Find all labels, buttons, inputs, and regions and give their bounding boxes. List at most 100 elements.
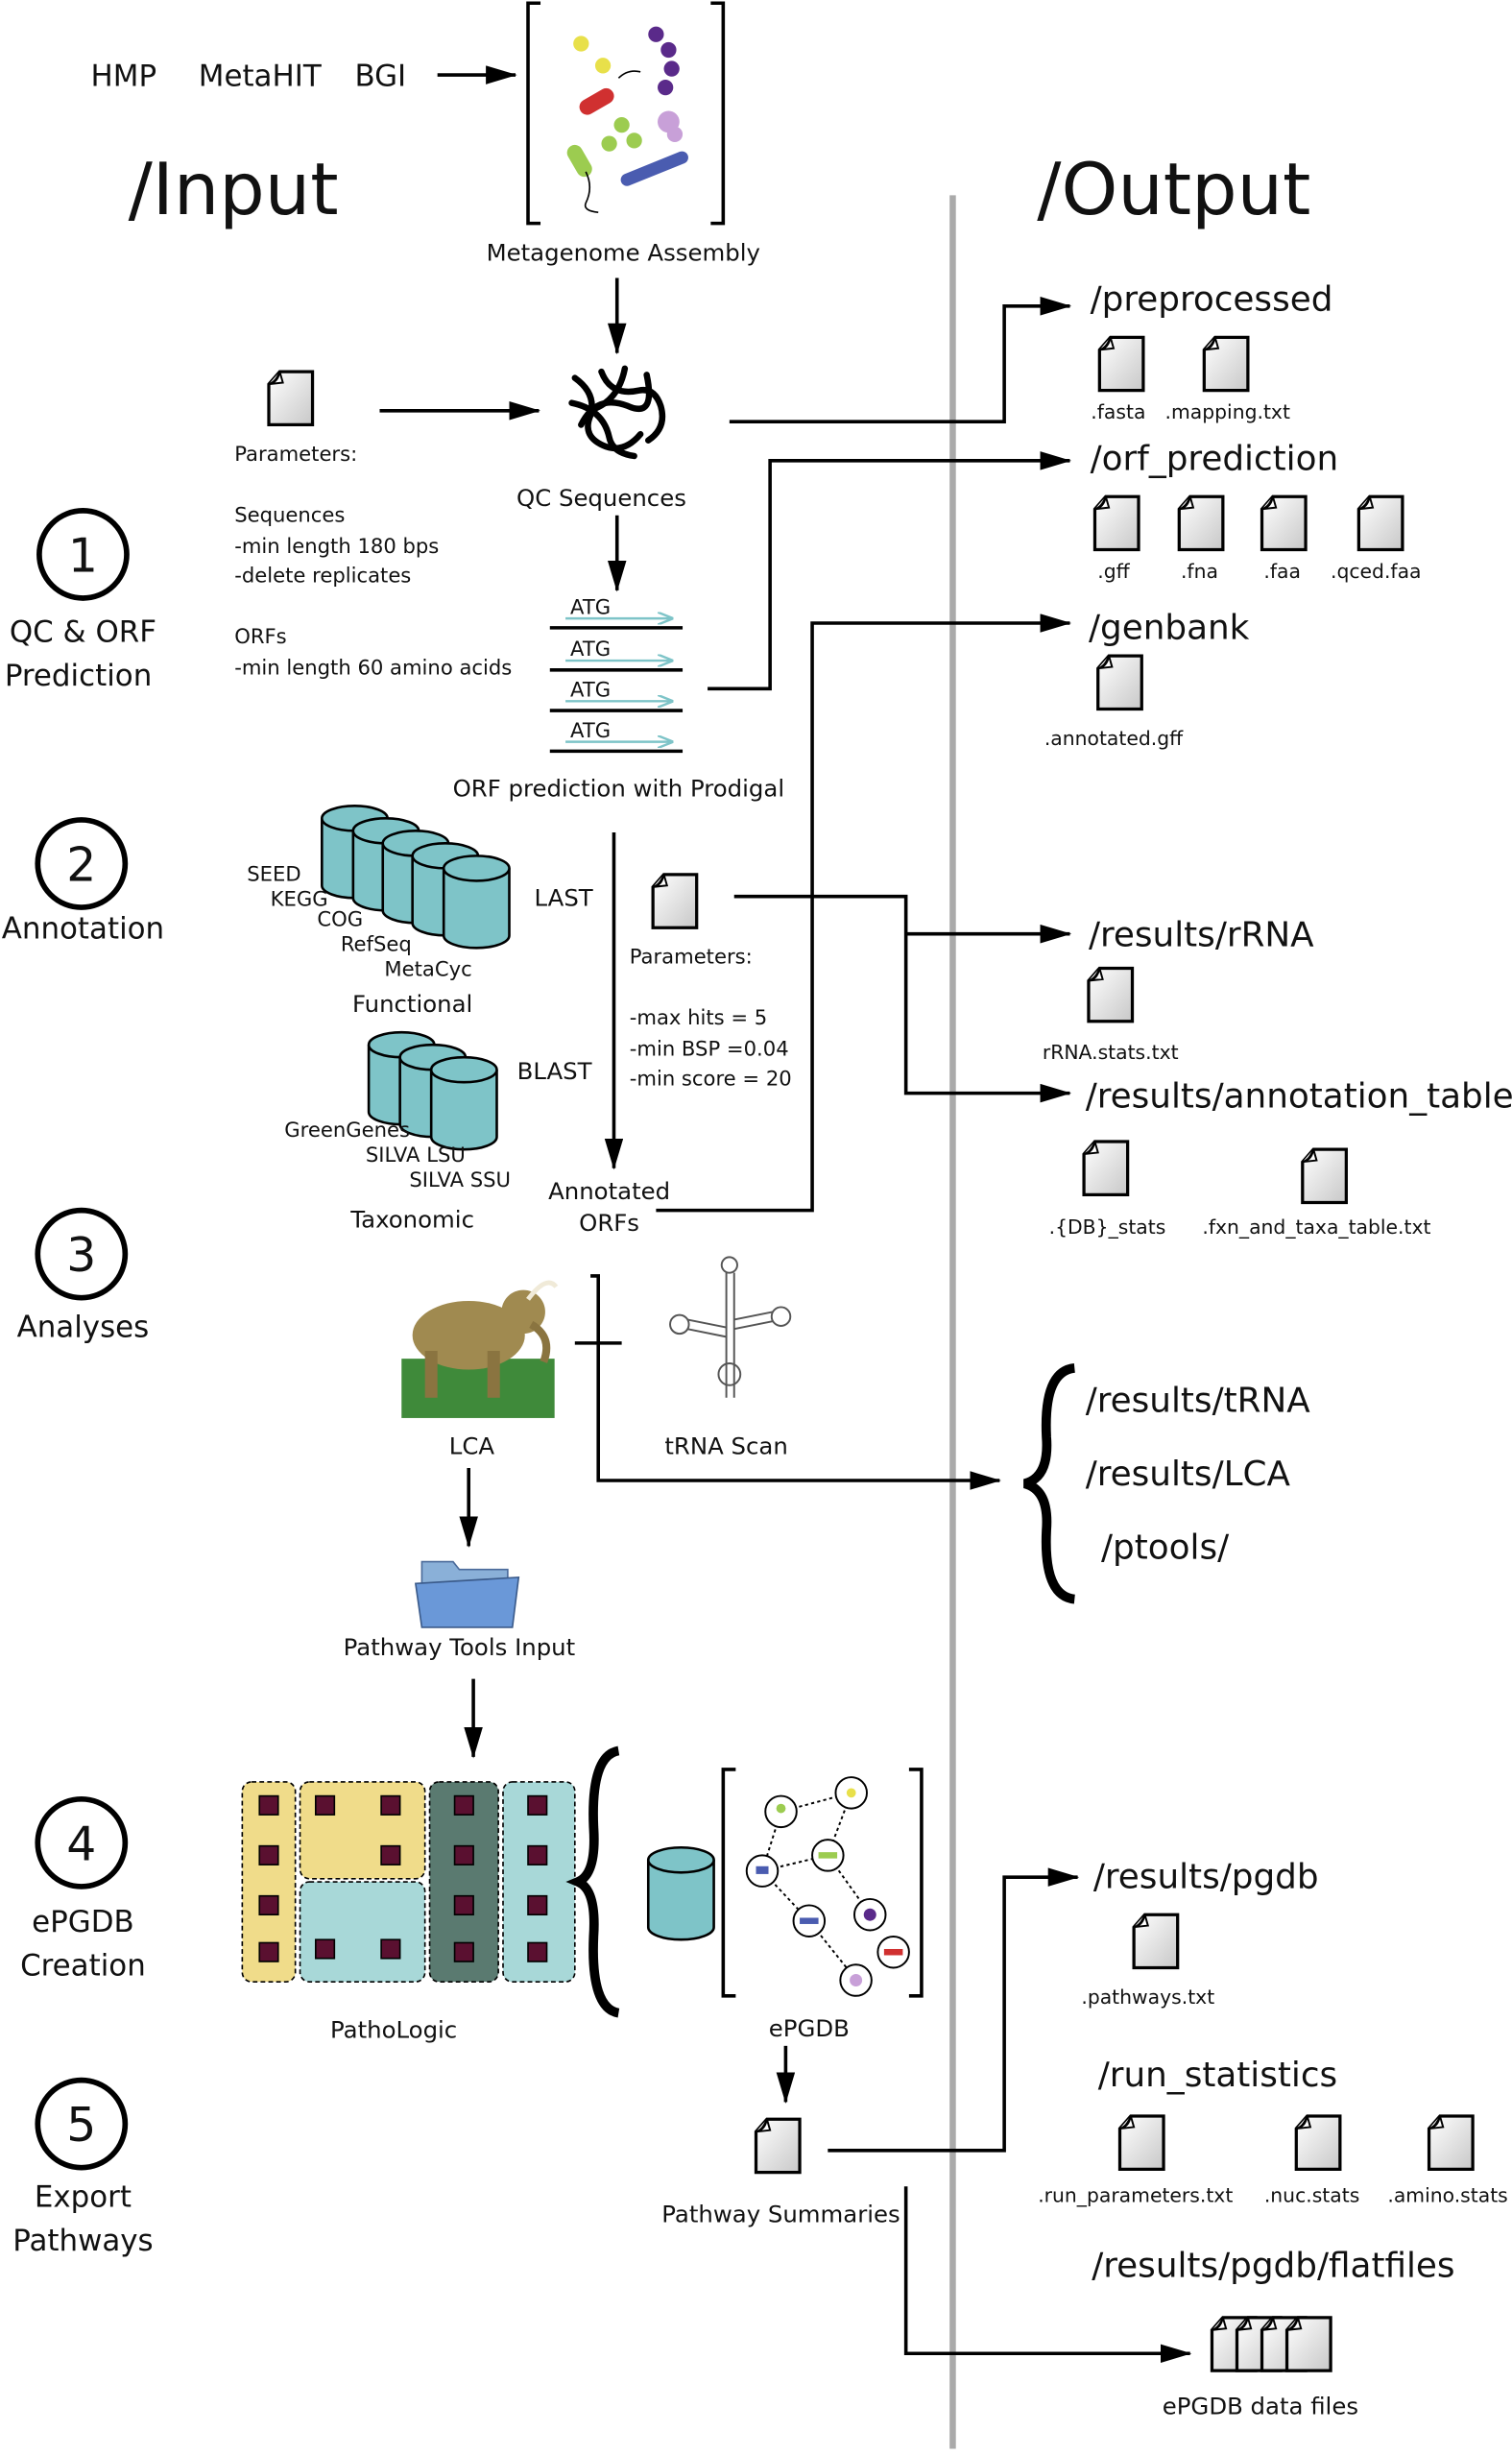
- file-icon: [1303, 1149, 1347, 1202]
- file-icon: [1089, 968, 1133, 1021]
- svg-text:COG: COG: [317, 907, 363, 931]
- step-3: 3 Analyses: [17, 1207, 150, 1344]
- qc-sequences-label: QC Sequences: [516, 484, 686, 512]
- source-bgi: BGI: [354, 59, 406, 93]
- svg-text:KEGG: KEGG: [271, 886, 328, 910]
- output-folder-trna: /results/tRNA: [1086, 1381, 1311, 1420]
- file-label: .mapping.txt: [1165, 400, 1290, 423]
- pathologic-label: PathoLogic: [330, 2016, 457, 2044]
- functional-databases: SEED KEGG COG RefSeq MetaCyc: [247, 861, 471, 980]
- trna-scan-label: tRNA Scan: [664, 1432, 787, 1459]
- epgdb-network-icon: [721, 1768, 924, 1998]
- lca-mammoth-image: [401, 1280, 559, 1418]
- functional-label: Functional: [352, 990, 472, 1018]
- output-folder-pgdb: /results/pgdb: [1093, 1858, 1319, 1897]
- source-metahit: MetaHIT: [199, 59, 322, 93]
- file-label: .faa: [1263, 560, 1301, 583]
- file-label: .run_parameters.txt: [1038, 2183, 1233, 2207]
- svg-text:-min BSP =0.04: -min BSP =0.04: [630, 1037, 789, 1061]
- taxonomic-label: Taxonomic: [349, 1206, 474, 1234]
- annotated-orfs-label: Annotated: [548, 1177, 670, 1205]
- file-label: .nuc.stats: [1264, 2183, 1359, 2206]
- file-icon: [1179, 496, 1223, 549]
- folder-icon: [414, 1560, 520, 1628]
- svg-text:ATG: ATG: [570, 718, 611, 742]
- sequences-tangle-icon: [568, 365, 666, 460]
- svg-text:ATG: ATG: [570, 637, 611, 661]
- stacked-files-icon: [1212, 2318, 1331, 2371]
- svg-text:-delete replicates: -delete replicates: [234, 564, 411, 588]
- svg-text:Export: Export: [35, 2179, 132, 2214]
- pathologic-diagram: [241, 1781, 576, 1983]
- metagenome-assembly-icon: [526, 1, 726, 226]
- file-icon: [1296, 2116, 1340, 2169]
- svg-text:Pathways: Pathways: [12, 2224, 153, 2258]
- svg-text:-min length 60 amino acids: -min length 60 amino acids: [234, 656, 512, 680]
- file-label: rRNA.stats.txt: [1043, 1041, 1179, 1064]
- file-icon: [1084, 1142, 1128, 1194]
- epgdb-label: ePGDB: [769, 2014, 850, 2042]
- svg-text:SILVA SSU: SILVA SSU: [409, 1167, 511, 1191]
- step-4: 4 ePGDB Creation: [20, 1795, 146, 1984]
- svg-text:ATG: ATG: [570, 677, 611, 701]
- file-icon: [1358, 496, 1403, 549]
- svg-text:SEED: SEED: [247, 861, 300, 885]
- file-icon: [1262, 496, 1307, 549]
- pathway-summaries-label: Pathway Summaries: [661, 2201, 900, 2228]
- output-folder-annotation-tables: /results/annotation_tables: [1086, 1076, 1512, 1116]
- blast-label: BLAST: [517, 1057, 592, 1085]
- file-icon: [1094, 496, 1139, 549]
- parameters-file-icon: [269, 372, 313, 424]
- svg-text:RefSeq: RefSeq: [341, 932, 412, 956]
- metagenome-assembly-label: Metagenome Assembly: [487, 239, 760, 267]
- annotation-parameters: Parameters: -max hits = 5 -min BSP =0.04…: [630, 945, 792, 1091]
- connector-flatfiles: [903, 2186, 1192, 2364]
- svg-text:-min score = 20: -min score = 20: [630, 1066, 792, 1090]
- svg-text:ATG: ATG: [570, 594, 611, 618]
- svg-text:QC & ORF: QC & ORF: [10, 615, 156, 650]
- file-label: ePGDB data files: [1163, 2393, 1358, 2420]
- last-label: LAST: [535, 883, 593, 911]
- output-folder-run-statistics: /run_statistics: [1098, 2056, 1337, 2095]
- svg-text:ePGDB: ePGDB: [32, 1905, 134, 1939]
- annotation-parameters-file-icon: [653, 875, 697, 927]
- connector-annotation-tables: [733, 894, 1072, 1103]
- file-label: .pathways.txt: [1081, 1986, 1214, 2009]
- input-title: /Input: [129, 148, 339, 231]
- svg-text:Parameters:: Parameters:: [234, 442, 357, 466]
- svg-text:1: 1: [68, 528, 98, 583]
- file-label: .fasta: [1091, 400, 1145, 423]
- database-icon: [646, 1845, 715, 1941]
- file-label: .fna: [1181, 560, 1218, 583]
- output-folder-orf-prediction: /orf_prediction: [1091, 440, 1339, 479]
- output-folder-flatfiles: /results/pgdb/flatfiles: [1092, 2247, 1454, 2286]
- file-icon: [1098, 656, 1142, 709]
- file-icon: [1119, 2116, 1164, 2169]
- output-folder-lca: /results/LCA: [1086, 1455, 1291, 1494]
- connector-preprocessed: [729, 297, 1072, 423]
- output-folder-rrna: /results/rRNA: [1089, 916, 1314, 955]
- output-title: /Output: [1037, 148, 1310, 231]
- svg-text:GreenGenes: GreenGenes: [284, 1118, 410, 1142]
- file-label: .gff: [1097, 560, 1130, 583]
- file-label: .fxn_and_taxa_table.txt: [1202, 1215, 1430, 1240]
- source-hmp: HMP: [91, 59, 157, 93]
- svg-text:5: 5: [66, 2098, 96, 2153]
- file-label: .amino.stats: [1387, 2183, 1507, 2206]
- pathway-tools-input-label: Pathway Tools Input: [344, 1633, 576, 1661]
- svg-text:-max hits = 5: -max hits = 5: [630, 1005, 767, 1029]
- svg-text:SILVA LSU: SILVA LSU: [366, 1143, 466, 1167]
- orf-prediction-label: ORF prediction with Prodigal: [453, 775, 785, 803]
- svg-text:Analyses: Analyses: [17, 1310, 150, 1344]
- output-folder-ptools: /ptools/: [1101, 1528, 1230, 1567]
- output-folder-genbank: /genbank: [1089, 608, 1250, 647]
- svg-text:MetaCyc: MetaCyc: [384, 957, 471, 981]
- svg-text:2: 2: [66, 837, 96, 892]
- file-icon: [1099, 337, 1143, 390]
- file-icon: [1134, 1914, 1178, 1967]
- connector-pgdb: [828, 1867, 1080, 2153]
- svg-text:ORFs: ORFs: [234, 624, 286, 648]
- file-label: .annotated.gff: [1044, 727, 1184, 750]
- qc-parameters: Parameters: Sequences -min length 180 bp…: [234, 442, 512, 680]
